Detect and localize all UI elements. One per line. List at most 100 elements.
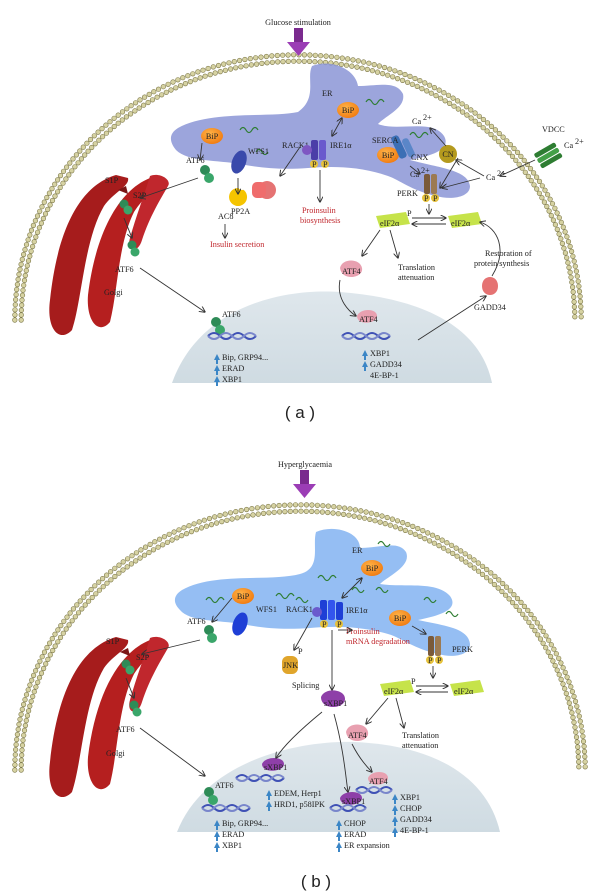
svg-text:P: P <box>411 677 416 686</box>
svg-text:BiP: BiP <box>366 564 379 573</box>
svg-text:P: P <box>322 620 327 629</box>
svg-text:2+: 2+ <box>423 113 432 122</box>
panel-caption: ( b ) <box>301 872 331 891</box>
svg-text:P: P <box>407 209 412 218</box>
bip-protein <box>232 588 254 604</box>
proinsulin-label-2: biosynthesis <box>300 216 341 225</box>
s1p-label: S1P <box>106 637 120 646</box>
svg-text:eIF2α: eIF2α <box>454 687 474 696</box>
svg-text:P: P <box>428 656 433 665</box>
wfs1-label: WFS1 <box>248 147 269 156</box>
atf6-cleaved-label: ATF6 <box>115 265 134 274</box>
golgi-apparatus <box>49 636 169 798</box>
atf6-label: ATF6 <box>186 156 205 165</box>
svg-text:eIF2α: eIF2α <box>451 219 471 228</box>
atf4-target-list: XBP1 CHOP GADD34 4E-BP-1 <box>392 793 432 837</box>
svg-text:XBP1: XBP1 <box>222 841 242 850</box>
s1p-label: S1P <box>105 176 119 185</box>
rack1-protein <box>302 145 312 155</box>
svg-text:Bip, GRP94...: Bip, GRP94... <box>222 819 268 828</box>
dna-helix <box>207 332 391 340</box>
endoplasmic-reticulum <box>170 63 470 198</box>
translation-attenuation-label: Translation <box>398 263 435 272</box>
s2p-label: S2P <box>133 191 147 200</box>
svg-text:BiP: BiP <box>237 592 250 601</box>
stimulus-arrow <box>287 42 310 56</box>
stimulus-arrow <box>293 484 316 498</box>
atf6-cleaved <box>127 240 140 257</box>
svg-text:P: P <box>312 160 317 169</box>
atf6-er <box>204 625 217 643</box>
atf6-target-list: Bip, GRP94... ERAD XBP1 <box>214 819 268 852</box>
svg-text:sXBP1: sXBP1 <box>324 699 347 708</box>
svg-text:XBP1: XBP1 <box>400 793 420 802</box>
panel-b: Hyperglycaemia ER BiP BiP BiP P P IRE1α … <box>12 460 588 891</box>
atf4-protein <box>340 260 363 278</box>
insulin-secretion-label: Insulin secretion <box>210 240 264 249</box>
pathway-arrows <box>125 578 433 792</box>
svg-text:P: P <box>298 647 303 656</box>
perk-label: PERK <box>397 189 418 198</box>
sxbp1-nuclear <box>262 758 284 771</box>
svg-text:ER expansion: ER expansion <box>344 841 390 850</box>
svg-text:eIF2α: eIF2α <box>384 687 404 696</box>
vdcc-channel <box>534 142 563 169</box>
bip-protein <box>361 560 383 576</box>
svg-text:eIF2α: eIF2α <box>380 219 400 228</box>
stimulus-label: Glucose stimulation <box>265 18 331 27</box>
nucleus <box>172 291 492 383</box>
atf6-cleaved-label: ATF6 <box>116 725 135 734</box>
serca-label: SERCA <box>372 136 398 145</box>
atf6-cleaved <box>129 700 142 717</box>
dna-helix <box>201 774 393 812</box>
svg-text:ATF4: ATF4 <box>342 267 361 276</box>
serca-protein <box>391 135 407 159</box>
ire1a-cluster: P P <box>320 600 343 629</box>
endoplasmic-reticulum <box>174 528 470 656</box>
ac8-label: AC8 <box>218 212 233 221</box>
svg-text:P: P <box>337 620 342 629</box>
er-label: ER <box>352 546 363 555</box>
splicing-label: Splicing <box>292 681 319 690</box>
svg-text:ATF4: ATF4 <box>348 731 367 740</box>
atf6-nuclear <box>204 787 218 805</box>
wfs1-protein <box>231 150 247 174</box>
golgi-label: Golgi <box>106 749 125 758</box>
cn-protein <box>439 145 457 163</box>
svg-text:GADD34: GADD34 <box>370 360 402 369</box>
eif2a <box>450 680 484 696</box>
atf4-target-list: XBP1 GADD34 4E-BP-1 <box>362 349 402 380</box>
svg-text:BiP: BiP <box>342 106 355 115</box>
ire1a-dimer: P P <box>310 140 329 169</box>
svg-text:BiP: BiP <box>206 132 219 141</box>
svg-text:4E-BP-1: 4E-BP-1 <box>370 371 399 380</box>
wfs1-label: WFS1 <box>256 605 277 614</box>
wfs1-protein <box>232 612 248 636</box>
ac8-protein <box>229 188 248 206</box>
bip-protein <box>201 128 223 144</box>
stimulus-label: Hyperglycaemia <box>278 460 332 469</box>
sxbp1-atf4-target-list: CHOP ERAD ER expansion <box>336 819 390 852</box>
svg-text:HRD1, p58IPK: HRD1, p58IPK <box>274 800 325 809</box>
svg-text:Ca: Ca <box>412 117 421 126</box>
svg-text:ERAD: ERAD <box>344 830 366 839</box>
rack1-label: RACK1 <box>282 141 309 150</box>
svg-text:P: P <box>424 194 429 203</box>
svg-text:Ca: Ca <box>410 170 419 179</box>
svg-text:BiP: BiP <box>394 614 407 623</box>
atf6-label: ATF6 <box>187 617 206 626</box>
eif2a-phospho <box>380 680 414 696</box>
bip-protein <box>389 610 411 626</box>
atf4-nuclear <box>368 772 388 785</box>
perk-dimer: P P <box>426 636 443 665</box>
cnx-label: CNX <box>411 153 428 162</box>
eif2a-phospho <box>376 212 410 228</box>
atf4-nuclear <box>357 310 377 323</box>
svg-text:XBP1: XBP1 <box>370 349 390 358</box>
gadd34-protein <box>482 277 498 295</box>
svg-text:ATF4: ATF4 <box>369 777 388 786</box>
svg-text:2+: 2+ <box>575 137 584 146</box>
svg-text:4E-BP-1: 4E-BP-1 <box>400 826 429 835</box>
perk-label: PERK <box>452 645 473 654</box>
svg-text:P: P <box>323 160 328 169</box>
